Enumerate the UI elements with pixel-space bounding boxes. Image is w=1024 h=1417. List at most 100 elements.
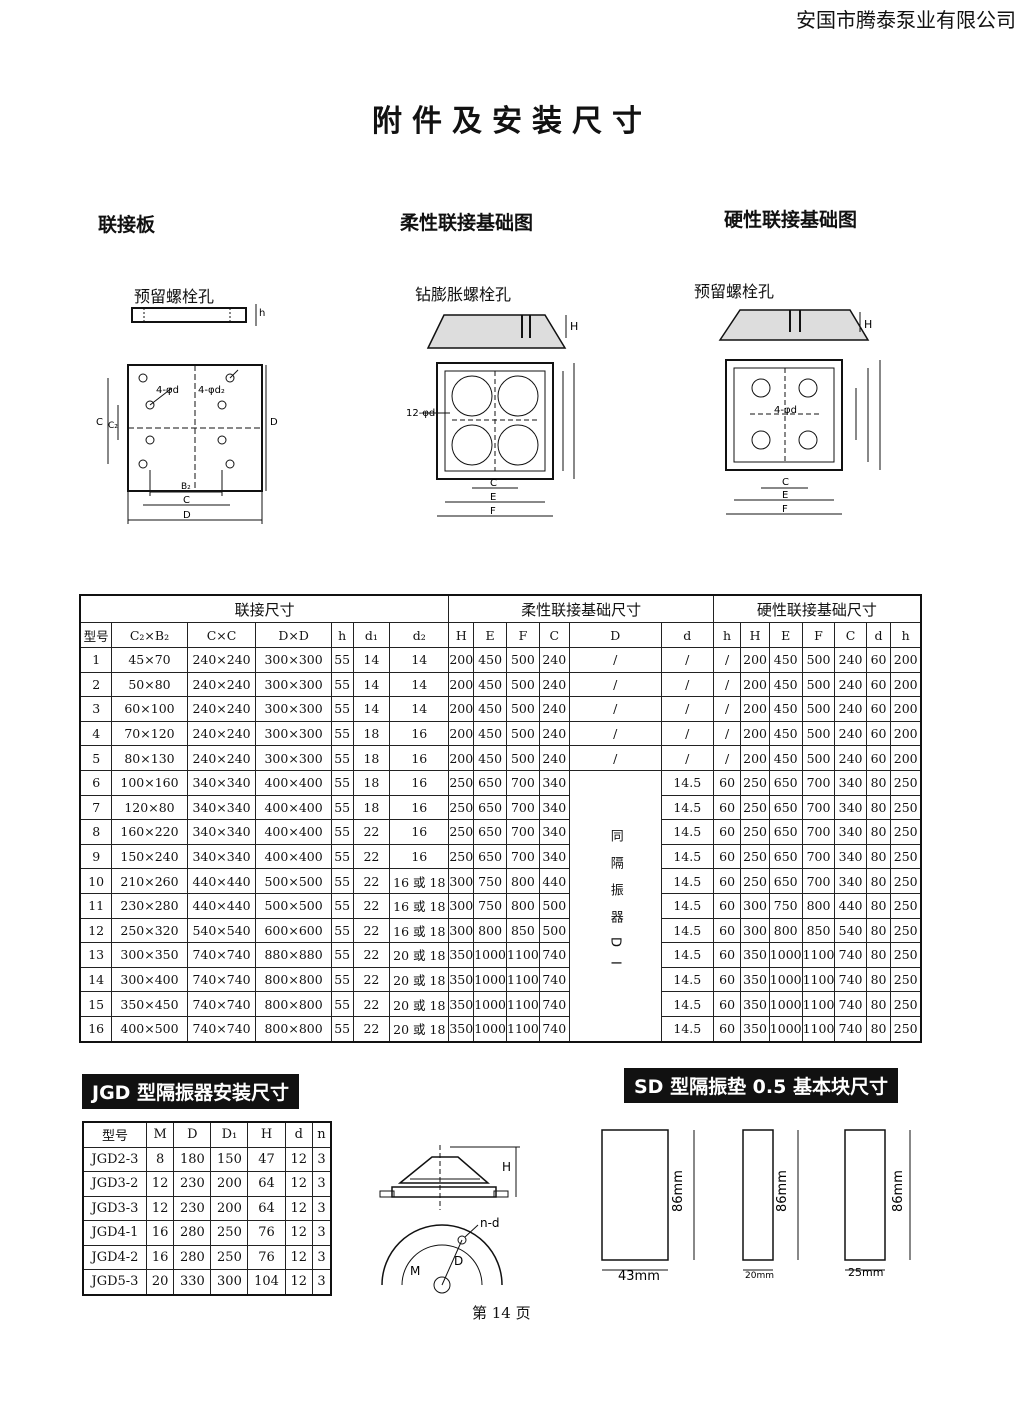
table-cell: 1: [79, 647, 113, 673]
jgd-table-cell: 3: [311, 1171, 332, 1197]
table-cell: 14: [389, 696, 450, 722]
table-cell: /: [568, 647, 662, 673]
table-cell: /: [660, 696, 714, 722]
jgd-table-cell: 12: [284, 1244, 313, 1270]
page-number: 第 14 页: [472, 1304, 531, 1322]
column-header: d₂: [389, 622, 450, 648]
table-cell: 340×340: [186, 769, 257, 796]
table-cell: 440: [834, 892, 867, 919]
table-cell: 450: [768, 671, 803, 698]
flex-c-label: C: [490, 478, 497, 489]
jgd-table-cell: 3: [311, 1220, 332, 1246]
table-cell: 55: [330, 671, 354, 698]
table-cell: 55: [330, 745, 354, 771]
jgd-table-cell: 250: [210, 1244, 249, 1270]
table-cell: 500: [506, 647, 540, 673]
sd-86a-label: 86mm: [671, 1170, 686, 1212]
table-cell: 14.5: [660, 966, 714, 993]
table-cell: 14.5: [660, 819, 714, 845]
table-cell: 14: [389, 647, 450, 673]
table-cell: 650: [473, 769, 508, 796]
table-cell: 600×600: [255, 917, 332, 944]
table-cell: 6: [79, 769, 113, 796]
plate-h-label: h: [259, 308, 265, 319]
group-header-rigid: 硬性联接基础尺寸: [712, 594, 922, 623]
table-cell: 80: [865, 942, 892, 968]
flexible-drawing: 12-φd C E F H: [406, 314, 578, 517]
table-cell: 850: [506, 917, 540, 944]
flexible-diagram: 钻膨胀螺栓孔 12-φd C E F H: [400, 270, 600, 530]
table-cell: 160×220: [111, 819, 188, 845]
table-cell: 100×160: [111, 769, 188, 796]
jgd-table-cell: 180: [173, 1146, 212, 1172]
table-cell: 55: [330, 819, 354, 845]
table-cell: 450: [768, 720, 803, 747]
jgd-d-label: D: [454, 1254, 463, 1268]
jgd-table-cell: 20: [145, 1269, 175, 1295]
table-cell: 740: [834, 1015, 867, 1043]
table-cell: 540×540: [186, 917, 257, 944]
table-cell: 240: [538, 696, 570, 722]
column-header: E: [768, 622, 803, 648]
table-cell: 400×500: [111, 1015, 188, 1043]
table-cell: 500×500: [255, 868, 332, 894]
table-cell: 80: [865, 1015, 892, 1043]
table-cell: /: [712, 720, 742, 747]
table-cell: 120×80: [111, 794, 188, 821]
table-cell: 12: [79, 917, 113, 944]
plate-c-bottom-label: C: [183, 495, 190, 506]
jgd-table-cell: 76: [247, 1244, 286, 1270]
jgd-banner: JGD 型隔振器安装尺寸: [82, 1074, 300, 1109]
table-cell: 300×400: [111, 966, 188, 993]
table-cell: 200: [740, 671, 770, 698]
table-cell: 800: [506, 868, 540, 894]
rigid-e-label: E: [782, 490, 788, 501]
jgd-table-cell: 3: [311, 1244, 332, 1270]
table-cell: 740×740: [186, 966, 257, 993]
table-cell: 70×120: [111, 720, 188, 747]
table-cell: 200: [740, 745, 770, 771]
table-cell: 450: [768, 696, 803, 722]
jgd-table-cell: 8: [145, 1146, 175, 1172]
table-cell: 650: [473, 794, 508, 821]
jgd-column-header: d: [284, 1121, 313, 1148]
column-header: C×C: [186, 622, 257, 648]
table-cell: 14: [352, 671, 391, 698]
table-cell: 450: [768, 745, 803, 771]
table-cell: 14.5: [660, 917, 714, 944]
table-cell: 9: [79, 843, 113, 870]
flex-hole-label: 钻膨胀螺栓孔: [415, 285, 512, 304]
rigid-c-label: C: [782, 477, 789, 488]
table-cell: 350: [448, 1015, 475, 1043]
table-cell: 1100: [506, 942, 540, 968]
table-cell: 200: [448, 720, 475, 747]
jgd-table-cell: 12: [284, 1171, 313, 1197]
table-cell: 750: [473, 868, 508, 894]
jgd-table-cell: 12: [145, 1195, 175, 1221]
table-cell: 240×240: [186, 720, 257, 747]
table-cell: 500: [801, 745, 836, 771]
table-cell: 250: [890, 966, 922, 993]
table-cell: 340: [538, 794, 570, 821]
table-cell: 80: [865, 868, 892, 894]
table-cell: 16 或 18: [389, 892, 450, 919]
table-cell: 200: [890, 745, 922, 771]
jgd-table-cell: 12: [284, 1195, 313, 1221]
table-cell: 55: [330, 917, 354, 944]
table-cell: 16: [389, 769, 450, 796]
table-cell: 18: [352, 745, 391, 771]
jgd-table-cell: 16: [145, 1220, 175, 1246]
jgd-column-header: H: [247, 1121, 286, 1148]
table-cell: 500: [506, 671, 540, 698]
table-cell: 350: [740, 966, 770, 993]
table-cell: 55: [330, 1015, 354, 1043]
section-rigid-title: 硬性联接基础图: [724, 209, 858, 231]
table-cell: 22: [352, 819, 391, 845]
plate-hole-label: 预留螺栓孔: [134, 287, 215, 306]
